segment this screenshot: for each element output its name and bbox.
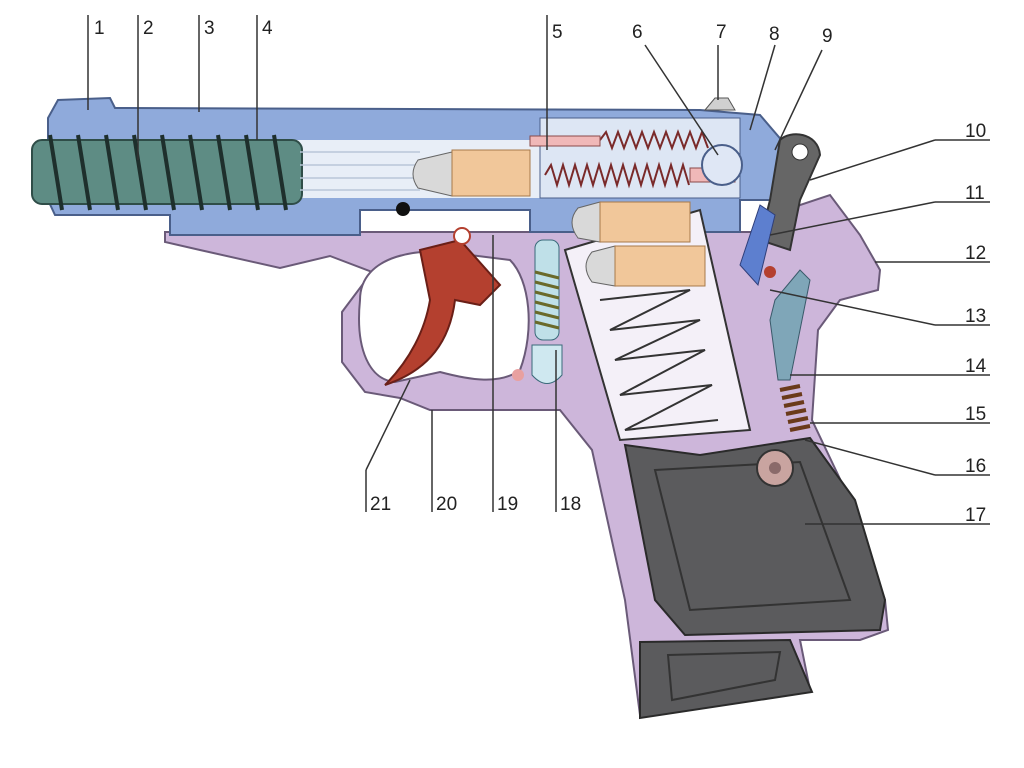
hammer bbox=[758, 133, 822, 252]
hammer-pin bbox=[764, 266, 776, 278]
leader-lines bbox=[87, 15, 990, 525]
label-19: 19 bbox=[497, 494, 518, 515]
indicator-pin bbox=[529, 135, 601, 147]
label-3: 3 bbox=[204, 18, 215, 39]
hammer-hole bbox=[791, 143, 809, 161]
mag-case-1 bbox=[599, 201, 691, 243]
mag-bullet-2 bbox=[585, 245, 616, 287]
mag-case-2 bbox=[614, 245, 706, 287]
label-11: 11 bbox=[965, 183, 985, 204]
label-18: 18 bbox=[560, 494, 581, 515]
mag-bullet-1 bbox=[571, 201, 601, 243]
label-14: 14 bbox=[965, 356, 987, 377]
trigger-bar-pin bbox=[512, 369, 524, 381]
mainspring bbox=[779, 384, 811, 432]
label-10: 10 bbox=[965, 121, 986, 142]
slide-stop-spring bbox=[534, 270, 560, 330]
sear bbox=[739, 204, 776, 287]
label-15: 15 bbox=[965, 404, 986, 425]
indicator-spring bbox=[599, 129, 709, 151]
label-2: 2 bbox=[143, 18, 154, 39]
rear-sight bbox=[703, 97, 736, 111]
safety-drum bbox=[701, 144, 743, 186]
firing-pin-spring bbox=[544, 161, 690, 189]
magazine-spring bbox=[599, 289, 719, 431]
grip-screw-center bbox=[769, 462, 781, 474]
label-16: 16 bbox=[965, 456, 986, 477]
label-8: 8 bbox=[769, 24, 780, 45]
barrel-rifling-lines bbox=[300, 151, 420, 191]
hammer-strut bbox=[769, 269, 811, 381]
label-7: 7 bbox=[716, 22, 727, 43]
grip-panel-inset bbox=[653, 460, 852, 612]
label-12: 12 bbox=[965, 243, 986, 264]
label-5: 5 bbox=[552, 22, 563, 43]
recoil-spring bbox=[48, 134, 288, 211]
label-13: 13 bbox=[965, 306, 986, 327]
trigger bbox=[384, 238, 502, 386]
label-1: 1 bbox=[94, 18, 105, 39]
grip-panel bbox=[623, 436, 887, 637]
label-6: 6 bbox=[632, 22, 643, 43]
label-21: 21 bbox=[370, 494, 391, 515]
slide-stop-head bbox=[531, 344, 563, 384]
magazine-base-inset bbox=[666, 650, 782, 702]
chambered-bullet bbox=[412, 151, 453, 197]
frame-pin bbox=[396, 202, 410, 216]
label-9: 9 bbox=[822, 26, 833, 47]
label-4: 4 bbox=[262, 18, 273, 39]
label-20: 20 bbox=[436, 494, 457, 515]
trigger-pin bbox=[453, 227, 471, 245]
magazine-base bbox=[639, 638, 814, 720]
chambered-case bbox=[451, 149, 531, 197]
label-17: 17 bbox=[965, 505, 986, 526]
